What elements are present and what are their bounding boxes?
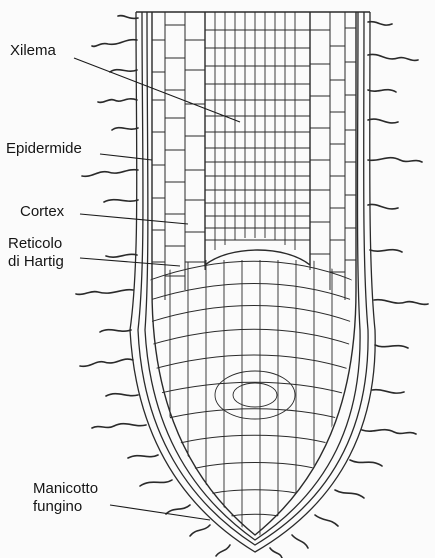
- label-xilema: Xilema: [10, 42, 56, 60]
- cortex-cells: [152, 12, 356, 300]
- label-reticolo-line1: Reticolo: [8, 235, 64, 253]
- label-manicotto-fungino: Manicotto fungino: [33, 480, 98, 516]
- leader-manicotto: [110, 505, 210, 520]
- fungal-mantle: [130, 12, 375, 552]
- leader-cortex: [80, 214, 188, 224]
- hyphae-right: [270, 22, 428, 558]
- label-epidermide: Epidermide: [6, 140, 82, 158]
- label-cortex: Cortex: [20, 203, 64, 221]
- stele-cells: [205, 12, 310, 250]
- leader-epidermide: [100, 154, 152, 160]
- quiescent-centre: [215, 371, 295, 419]
- label-reticolo-di-hartig: Reticolo di Hartig: [8, 235, 64, 271]
- hyphae-left: [76, 16, 230, 556]
- label-reticolo-line2: di Hartig: [8, 253, 64, 271]
- label-manicotto-line2: fungino: [33, 498, 98, 516]
- label-manicotto-line1: Manicotto: [33, 480, 98, 498]
